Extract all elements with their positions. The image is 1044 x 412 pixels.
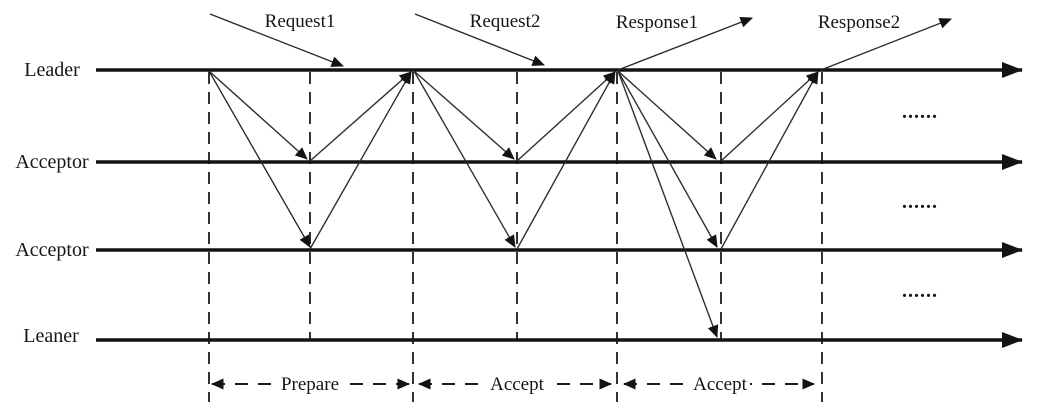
lifelines [96, 62, 1023, 348]
arrow-accepted1-acceptor2-to-leader [516, 71, 616, 250]
continuation-dots: ...... ...... ...... [902, 101, 938, 302]
response1-label: Response1 [616, 12, 698, 33]
response2-label: Response2 [818, 12, 900, 33]
accept1-label-bg [487, 372, 547, 395]
ellipsis-row-3: ...... [902, 280, 938, 302]
request2-arrow [414, 13, 545, 66]
arrow-accept2-leader-to-leaner [617, 70, 719, 338]
response1-arrow [617, 17, 753, 71]
annotation-arrows [209, 13, 952, 71]
arrow-accepted2-acceptor1-to-leader [720, 71, 819, 162]
ellipsis-row-2: ...... [902, 191, 938, 213]
arrow-accept2-leader-to-acceptor2 [617, 70, 718, 248]
accept2-phase-arrows [617, 70, 819, 338]
request2-label: Request2 [470, 11, 541, 32]
arrow-accepted1-acceptor1-to-leader [516, 71, 616, 162]
acceptor1-label: Acceptor [15, 151, 89, 173]
prepare-label-bg [274, 372, 346, 395]
accept2-phase-label: Accept [693, 374, 748, 395]
arrow-promise-acceptor2-to-leader [309, 71, 412, 250]
accept1-phase-arrows [413, 70, 616, 250]
time-marker-lines [208, 72, 823, 402]
prepare-phase-arrows [208, 70, 412, 250]
leader-label: Leader [24, 59, 80, 81]
accept2-label-bg [690, 372, 750, 395]
request1-arrow [209, 13, 344, 67]
arrow-accept1-leader-to-acceptor2 [413, 70, 516, 248]
arrow-prepare-leader-to-acceptor1 [208, 70, 308, 160]
arrow-promise-acceptor1-to-leader [309, 71, 412, 162]
arrow-accept2-leader-to-acceptor1 [617, 70, 717, 160]
response2-arrow [820, 18, 952, 71]
leaner-label: Leaner [23, 325, 79, 347]
ellipsis-row-1: ...... [902, 101, 938, 123]
prepare-phase-label: Prepare [281, 374, 339, 395]
acceptor2-label: Acceptor [15, 239, 89, 261]
lifeline-labels: Leader Acceptor Acceptor Leaner [15, 59, 89, 347]
annotation-labels: Request1 Request2 Response1 Response2 [265, 11, 901, 33]
arrow-accept1-leader-to-acceptor1 [413, 70, 515, 160]
phase-brackets: Prepare Accept Accept [211, 372, 815, 395]
arrow-accepted2-acceptor2-to-leader [720, 71, 819, 250]
arrow-prepare-leader-to-acceptor2 [208, 70, 311, 248]
request1-label: Request1 [265, 11, 336, 32]
accept1-phase-label: Accept [490, 374, 545, 395]
